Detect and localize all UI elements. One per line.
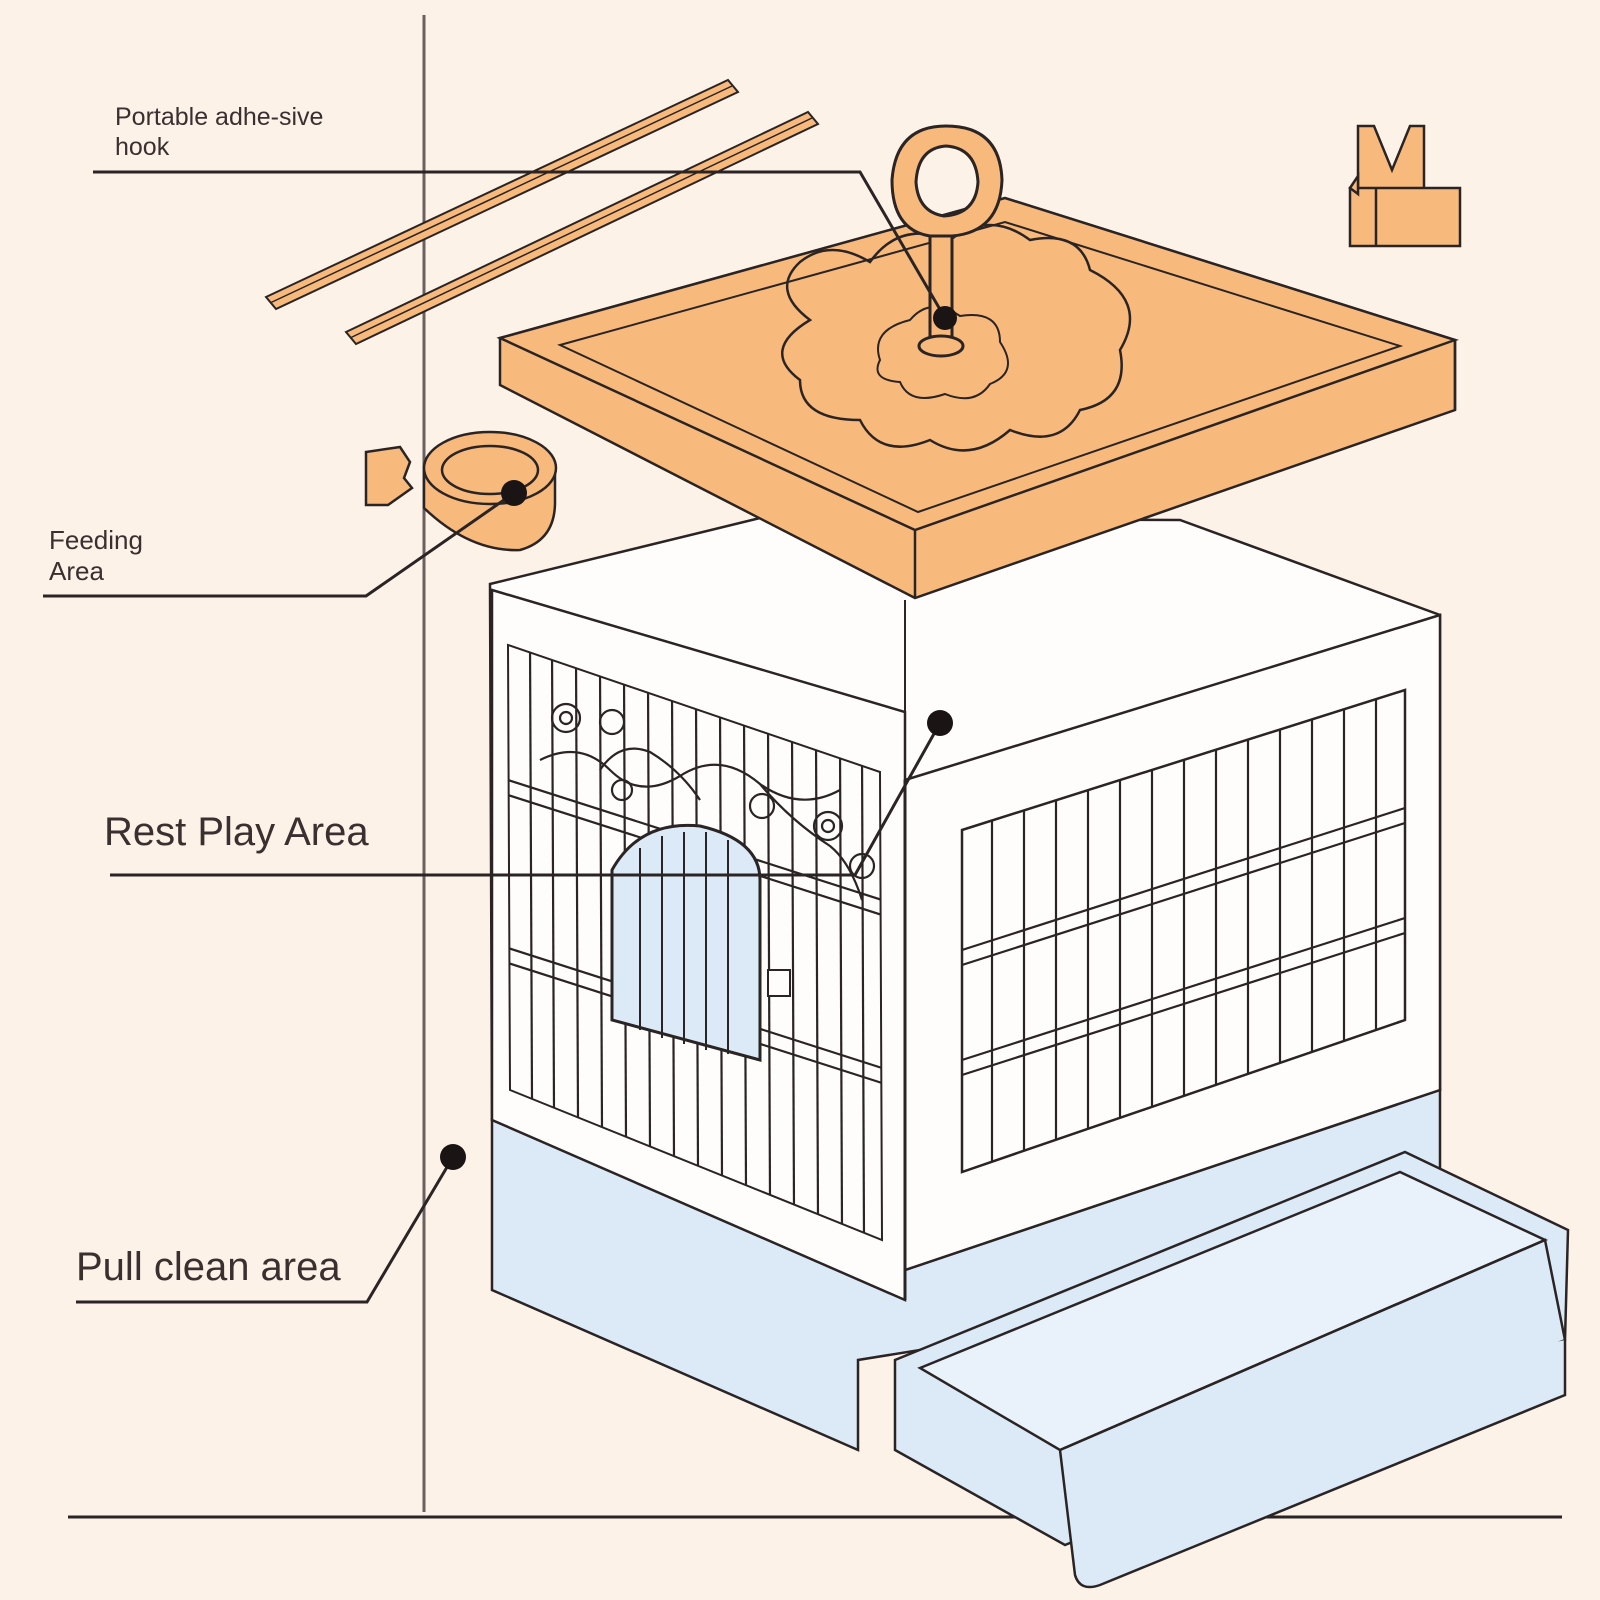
scroll-ornament [539,702,876,901]
flower-emboss [781,223,1132,452]
callout-rest-play-area: Rest Play Area [104,810,369,854]
roof-lid [496,196,1459,600]
leader-feeding [43,491,515,598]
callout-dots [440,306,957,1170]
perch-clip-accessory [1348,124,1462,248]
cage-front-panel [490,588,907,1302]
perch-rods [264,78,820,346]
dot-rest [927,710,953,736]
leader-hook [93,170,947,319]
pull-out-tray [490,1088,1570,1589]
dot-feeding [501,480,527,506]
dot-hook [933,306,957,330]
leader-rest [110,722,942,877]
callout-pull-clean-area: Pull clean area [76,1245,341,1289]
callout-leaders [43,170,947,1304]
callout-feeding-area: Feeding Area [49,525,143,587]
dot-pull [440,1144,466,1170]
callout-portable-adhesive-hook: Portable adhe-sive hook [115,103,324,161]
cage-side-panel [903,613,1442,1300]
leader-pull [76,1156,455,1304]
